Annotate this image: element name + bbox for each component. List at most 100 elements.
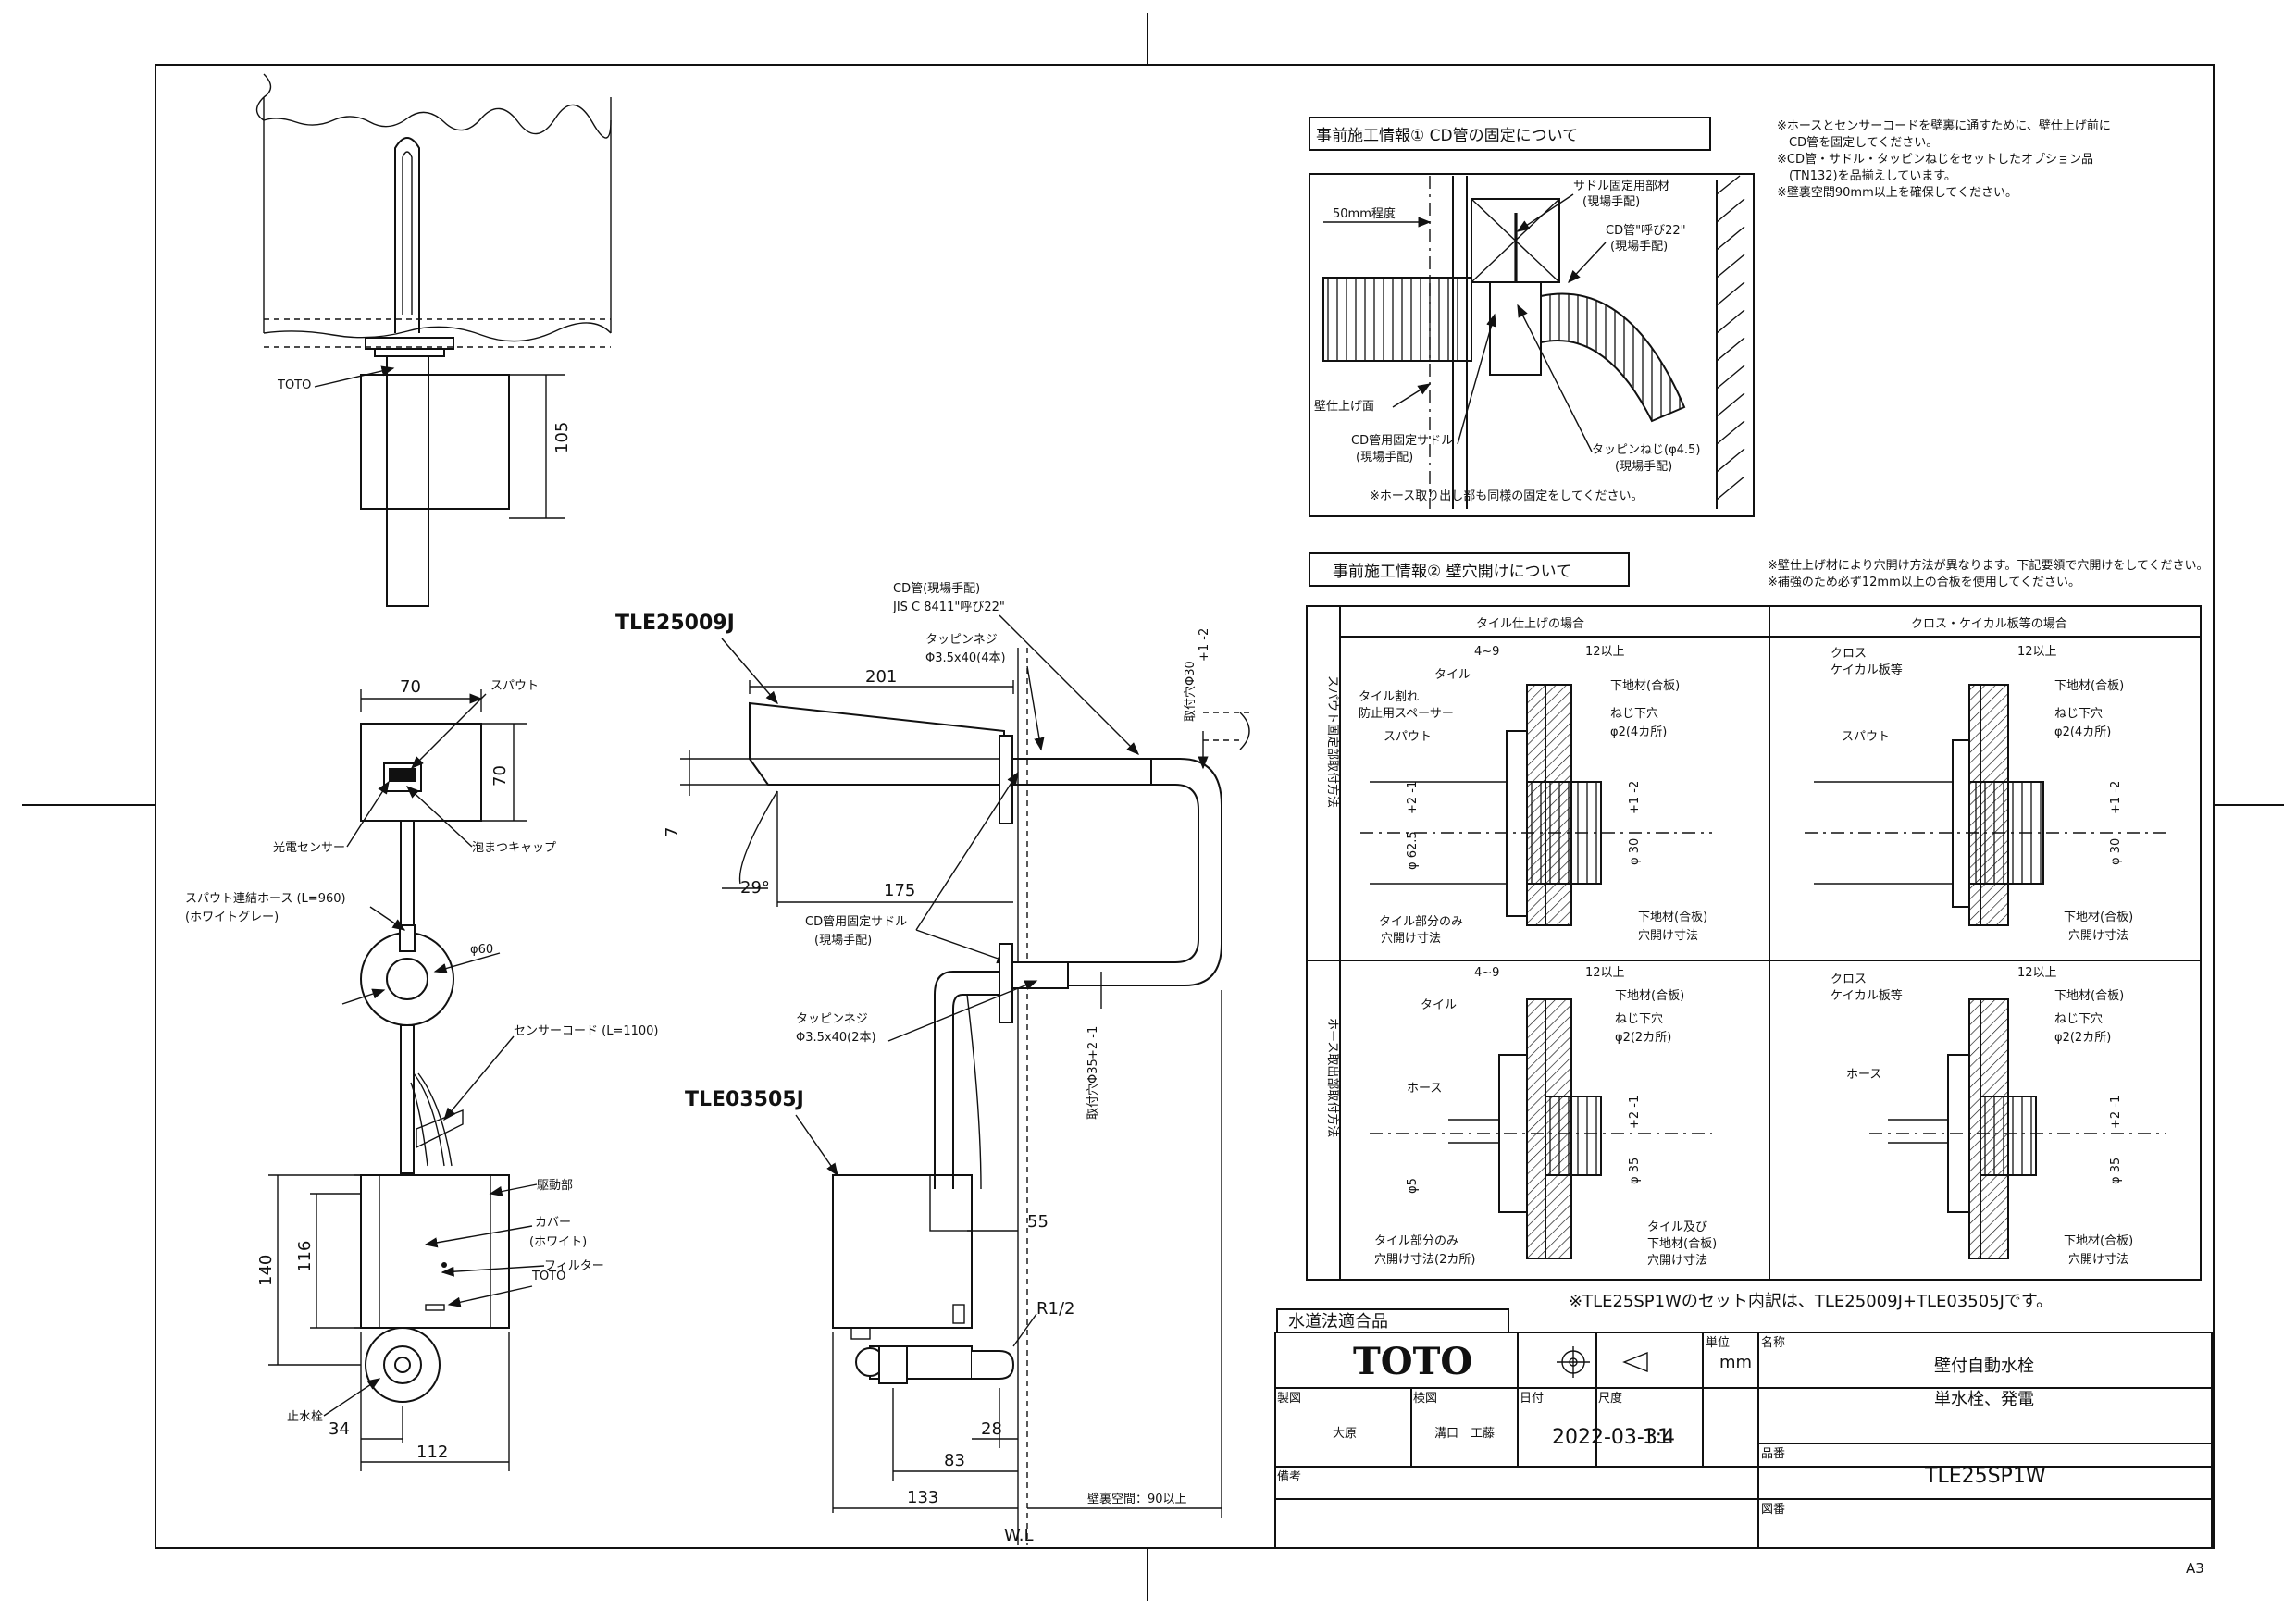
dim-70-height: 70 xyxy=(490,765,510,787)
label-hole-top: 取付穴Φ30 xyxy=(1184,661,1198,722)
label-about-50: 50mm程度 xyxy=(1333,206,1396,221)
tb-number: TLE25SP1W xyxy=(1924,1465,2046,1488)
info2-panel: 事前施工情報② 壁穴開けについて ※壁仕上げ材により穴開け方法が異なります。下記… xyxy=(1306,552,2209,1281)
label-hole-bot-tol: +2 -1 xyxy=(1086,1026,1100,1059)
side-view: TLE25009J CD管(現場手配) JIS C 8411"呼び22" タッピ… xyxy=(615,582,1250,1545)
tb-checked-label: 検図 xyxy=(1413,1392,1437,1406)
c3-screw-spec: φ2(2カ所) xyxy=(1615,1031,1671,1045)
label-wl: W.L xyxy=(1004,1526,1033,1545)
label-cd-pipe: CD管(現場手配) xyxy=(893,582,980,596)
c2-ply2: 下地材(合板) xyxy=(2064,911,2133,924)
info1-side-note-1: ※ホースとセンサーコードを壁裏に通すために、壁仕上げ前に xyxy=(1777,118,2111,133)
label-tap-screw: タッピンねじ(φ4.5) xyxy=(1592,443,1700,457)
tb-name-label: 名称 xyxy=(1761,1335,1785,1350)
tb-brand-logo: TOTO xyxy=(1353,1340,1472,1383)
tb-date-label: 日付 xyxy=(1520,1392,1544,1406)
c1-ply: 下地材(合板) xyxy=(1610,679,1680,693)
label-spout: スパウト xyxy=(490,679,539,693)
c2-calc: ケイカル板等 xyxy=(1831,663,1903,677)
c4-calc: ケイカル板等 xyxy=(1831,988,1903,1003)
label-screw-bot-spec: Φ3.5x40(2本) xyxy=(796,1031,876,1045)
c1-d625-tol: +2 -1 xyxy=(1406,781,1420,814)
info1-side-note-2: CD管を固定してください。 xyxy=(1777,136,1938,150)
c4-cloth: クロス xyxy=(1831,973,1867,986)
label-screw-bot: タッピンネジ xyxy=(796,1012,868,1026)
label-hose-color: (ホワイトグレー) xyxy=(185,911,279,924)
c3-both2: 下地材(合板) xyxy=(1647,1237,1717,1251)
row-spout: スパウト固定部取付方法 xyxy=(1325,675,1340,808)
c1-tile: タイル xyxy=(1434,668,1471,682)
dim-175: 175 xyxy=(884,881,915,900)
label-stop-valve: 止水栓 xyxy=(287,1410,323,1424)
c3-ply: 下地材(合板) xyxy=(1615,989,1684,1003)
set-note: ※TLE25SP1Wのセット内訳は、TLE25009J+TLE03505Jです。 xyxy=(1569,1292,2053,1311)
label-thread: R1/2 xyxy=(1036,1299,1074,1319)
dim-angle-29: 29° xyxy=(740,878,770,898)
c1-d49: 4~9 xyxy=(1474,645,1499,659)
tb-unit-label: 単位 xyxy=(1706,1335,1730,1350)
c2-d30-tol: +1 -2 xyxy=(2109,781,2123,814)
c2-spout: スパウト xyxy=(1842,730,1890,744)
info2-title: 事前施工情報② 壁穴開けについて xyxy=(1333,563,1571,581)
label-screw-top: タッピンネジ xyxy=(925,633,998,647)
dim-201: 201 xyxy=(865,667,897,687)
c4-ply2b: 穴開け寸法 xyxy=(2068,1253,2128,1267)
title-block: 水道法適合品 TOTO 単位 mm 名称 壁付自動水栓 単水栓、発電 製図 大原… xyxy=(1274,1308,2213,1549)
c4-hose: ホース xyxy=(1846,1068,1881,1082)
sheet-size-label: A3 xyxy=(2186,1560,2204,1577)
label-cd-spec: JIS C 8411"呼び22" xyxy=(892,601,1005,614)
label-hole-bot: 取付穴Φ35 xyxy=(1086,1059,1100,1120)
label-wall-finish: 壁仕上げ面 xyxy=(1314,400,1374,414)
label-saddle-part: サドル固定用部材 xyxy=(1573,180,1669,193)
c3-hose: ホース xyxy=(1407,1082,1442,1096)
c1-d30-tol: +1 -2 xyxy=(1628,781,1642,814)
c4-ply: 下地材(合板) xyxy=(2054,989,2124,1003)
sheet-frame: A3 xyxy=(22,13,2284,1601)
info2-side-note-2: ※補強のため必ず12mm以上の合板を使用してください。 xyxy=(1768,575,2080,589)
dim-34: 34 xyxy=(329,1419,350,1439)
model-unit: TLE03505J xyxy=(685,1088,804,1111)
col-cloth: クロス・ケイカル板等の場合 xyxy=(1911,616,2067,631)
info2-side-note-1: ※壁仕上げ材により穴開け方法が異なります。下記要領で穴開けをしてください。 xyxy=(1768,558,2209,573)
c3-d5: φ5 xyxy=(1406,1178,1420,1194)
c4-d35: φ 35 xyxy=(2109,1158,2123,1184)
label-screw-top-spec: Φ3.5x40(4本) xyxy=(925,651,1006,665)
label-filter: フィルター xyxy=(544,1259,604,1273)
label-fix-saddle-note: (現場手配) xyxy=(1356,451,1413,465)
label-brand-unit: TOTO xyxy=(531,1270,565,1283)
c3-d35-tol: +2 -1 xyxy=(1628,1096,1642,1129)
dim-133: 133 xyxy=(907,1488,938,1507)
label-cd-pipe-info: CD管"呼び22" xyxy=(1606,224,1686,238)
dim-116: 116 xyxy=(295,1241,315,1272)
label-cd-saddle-note: (現場手配) xyxy=(814,934,872,948)
dim-105: 105 xyxy=(552,422,572,453)
label-cover-color: (ホワイト) xyxy=(529,1235,587,1249)
label-cd-saddle: CD管用固定サドル xyxy=(805,915,907,929)
dim-phi-60: φ60 xyxy=(470,943,493,957)
info1-side-note-5: ※壁裏空間90mm以上を確保してください。 xyxy=(1777,185,2017,200)
tb-drawn-label: 製図 xyxy=(1277,1392,1301,1406)
tb-unit: mm xyxy=(1719,1353,1752,1372)
col-tile: タイル仕上げの場合 xyxy=(1476,617,1584,631)
c1-spout: スパウト xyxy=(1384,730,1432,744)
cell-cloth-hose: クロス ケイカル板等 12以上 ホース 下地材(合板) ねじ下穴 φ2(2カ所)… xyxy=(1831,966,2166,1267)
cell-cloth-spout: クロス ケイカル板等 12以上 スパウト 下地材(合板) ねじ下穴 φ2(4カ所… xyxy=(1805,645,2166,943)
c2-ply2b: 穴開け寸法 xyxy=(2068,929,2128,943)
dim-55: 55 xyxy=(1027,1212,1049,1232)
c2-d30: φ 30 xyxy=(2109,838,2123,865)
tb-subname: 単水栓、発電 xyxy=(1934,1390,2034,1409)
dim-112: 112 xyxy=(416,1443,448,1462)
dim-28: 28 xyxy=(981,1419,1002,1439)
c3-tile: タイル xyxy=(1421,998,1457,1012)
label-hose: スパウト連結ホース (L=960) xyxy=(185,892,346,906)
tb-drawn: 大原 xyxy=(1333,1427,1357,1441)
tb-date: 2022-03-31 xyxy=(1552,1426,1670,1449)
c4-d35-tol: +2 -1 xyxy=(2109,1096,2123,1129)
top-plan-view: TOTO 105 xyxy=(255,73,612,607)
c3-d49: 4~9 xyxy=(1474,966,1499,980)
label-saddle-part-note: (現場手配) xyxy=(1582,195,1640,209)
row-hose: ホース取出部取付方法 xyxy=(1325,1018,1340,1137)
c3-tile-cut: タイル部分のみ xyxy=(1374,1234,1458,1248)
brand-label-plan: TOTO xyxy=(277,378,311,392)
c1-d30: φ 30 xyxy=(1628,838,1642,865)
